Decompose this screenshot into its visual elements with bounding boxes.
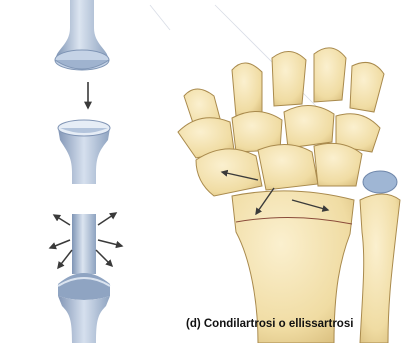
ellipsoid-joint-icon — [58, 214, 110, 343]
radiocarpal-joint-icon — [178, 48, 400, 343]
socket-cup-icon — [58, 120, 110, 184]
condyle-head-icon — [55, 0, 109, 70]
figure-caption: (d) Condilartrosi o ellissartrosi — [186, 318, 408, 330]
